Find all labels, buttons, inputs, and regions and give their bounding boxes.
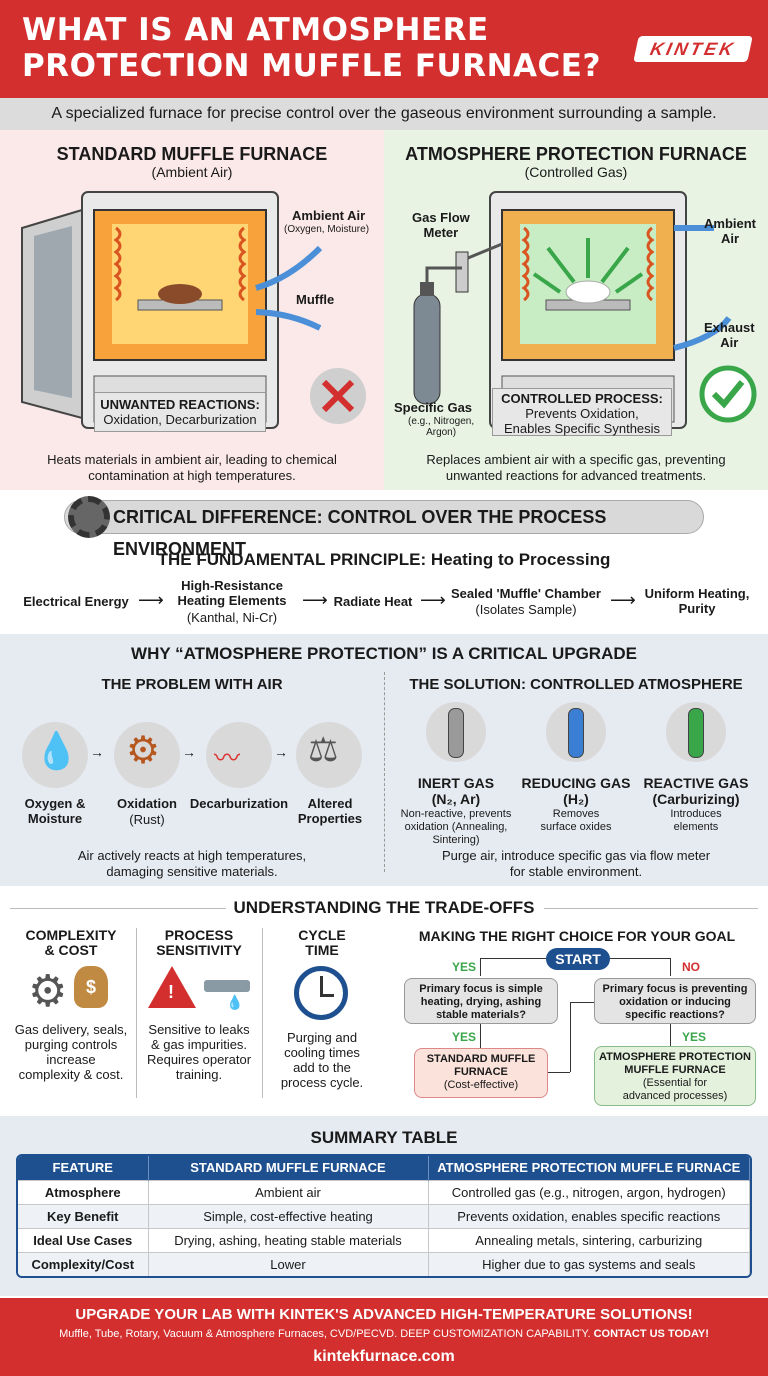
summary-table: FEATURE STANDARD MUFFLE FURNACE ATMOSPHE… xyxy=(16,1154,752,1278)
gas-flow-meter-label: Gas Flow Meter xyxy=(412,210,470,240)
inert-gas-desc: Non-reactive, prevents oxidation (Anneal… xyxy=(400,808,512,846)
atmosphere-title: ATMOSPHERE PROTECTION FURNACE xyxy=(405,144,747,164)
complexity-text: Gas delivery, seals, purging controls in… xyxy=(14,1022,128,1082)
divider xyxy=(384,672,385,872)
cycle-title: CYCLE TIME xyxy=(298,927,346,958)
complexity-title: COMPLEXITY & COST xyxy=(25,927,117,958)
flow-sealed-chamber-sub: (Isolates Sample) xyxy=(475,602,577,617)
footer-url[interactable]: kintekfurnace.com xyxy=(313,1348,455,1365)
yes-label: YES xyxy=(452,960,477,974)
problem-altered: Altered Properties xyxy=(297,796,363,826)
exhaust-air-label: Exhaust Air xyxy=(704,320,755,350)
start-node: START xyxy=(546,948,610,970)
reactive-gas-name: REACTIVE GAS xyxy=(643,775,749,791)
problem-decarburization: Decarburization xyxy=(189,796,289,811)
yes-label-3: YES xyxy=(682,1030,707,1044)
subtitle: A specialized furnace for precise contro… xyxy=(0,98,768,130)
flow-heating-elements: High-Resistance Heating Elements xyxy=(177,578,287,608)
contact-us-link[interactable]: CONTACT US TODAY! xyxy=(593,1328,709,1340)
reducing-gas-name: REDUCING GAS xyxy=(521,775,631,791)
ambient-air-sub: (Oxygen, Moisture) xyxy=(284,224,370,235)
gear-icon xyxy=(68,496,110,538)
critical-difference-banner: CRITICAL DIFFERENCE: CONTROL OVER THE PR… xyxy=(64,500,704,559)
atmosphere-furnace-panel: ATMOSPHERE PROTECTION FURNACE (Controlle… xyxy=(384,130,768,490)
no-label: NO xyxy=(682,960,700,974)
leaking-pipe-icon xyxy=(204,980,250,992)
summary-title: SUMMARY TABLE xyxy=(310,1128,458,1147)
standard-title: STANDARD MUFFLE FURNACE xyxy=(56,144,328,164)
principle-title: THE FUNDAMENTAL PRINCIPLE: Heating to Pr… xyxy=(157,550,611,569)
result-atmosphere-furnace: ATMOSPHERE PROTECTION MUFFLE FURNACE (Es… xyxy=(594,1046,756,1106)
controlled-process-box: CONTROLLED PROCESS: Prevents Oxidation, … xyxy=(492,388,672,436)
flow-arrow-icon: ⟶ xyxy=(420,590,446,610)
standard-sub: (Ambient Air) xyxy=(151,164,233,180)
standard-furnace-panel: STANDARD MUFFLE FURNACE (Ambient Air) Am… xyxy=(0,130,384,490)
footer-products: Muffle, Tube, Rotary, Vacuum & Atmospher… xyxy=(59,1328,709,1340)
problem-title: THE PROBLEM WITH AIR xyxy=(101,676,283,693)
cycle-text: Purging and cooling times add to the pro… xyxy=(280,1030,364,1090)
reducing-gas-desc: Removes surface oxides xyxy=(540,808,612,833)
ambient-air-out-label: Ambient Air xyxy=(704,216,756,246)
flow-arrow-icon: ⟶ xyxy=(138,590,164,610)
arrow-icon: → xyxy=(274,744,288,760)
flow-uniform-heating: Uniform Heating, Purity xyxy=(644,586,750,616)
problem-oxidation-sub: (Rust) xyxy=(129,812,165,827)
water-drop-icon xyxy=(22,722,88,788)
rust-gear-icon xyxy=(114,722,180,788)
cracks-icon xyxy=(206,722,272,788)
reducing-gas-formula: (H₂) xyxy=(563,791,589,807)
question-simple-heating: Primary focus is simple heating, drying,… xyxy=(404,978,558,1024)
muffle-label: Muffle xyxy=(296,292,335,307)
arrow-icon: → xyxy=(90,744,104,760)
footer: UPGRADE YOUR LAB WITH KINTEK'S ADVANCED … xyxy=(0,1298,768,1376)
table-header-row: FEATURE STANDARD MUFFLE FURNACE ATMOSPHE… xyxy=(18,1156,750,1180)
ambient-air-label: Ambient Air xyxy=(292,208,366,223)
reactive-gas-formula: (Carburizing) xyxy=(652,791,740,807)
inert-gas-name: INERT GAS xyxy=(417,775,495,791)
atmosphere-sub: (Controlled Gas) xyxy=(524,164,628,180)
flow-electrical-energy: Electrical Energy xyxy=(23,594,129,609)
result-standard-furnace: STANDARD MUFFLE FURNACE (Cost-effective) xyxy=(414,1048,548,1098)
unwanted-reactions-box: UNWANTED REACTIONS: Oxidation, Decarburi… xyxy=(94,392,266,432)
sensitivity-title: PROCESS SENSITIVITY xyxy=(156,927,242,958)
why-title: WHY “ATMOSPHERE PROTECTION” IS A CRITICA… xyxy=(131,644,637,663)
problem-oxidation: Oxidation xyxy=(117,796,177,811)
kintek-logo[interactable]: KINTEK xyxy=(633,36,753,62)
clock-icon xyxy=(294,966,348,1020)
gear-icon: ⚙ xyxy=(28,967,68,1016)
inert-gas-formula: (N₂, Ar) xyxy=(431,791,481,807)
reactive-gas-desc: Introduces elements xyxy=(670,808,722,833)
tradeoffs-title: UNDERSTANDING THE TRADE-OFFS xyxy=(233,898,535,917)
warning-icon xyxy=(148,966,196,1008)
flow-radiate-heat: Radiate Heat xyxy=(333,594,413,609)
flow-arrow-icon: ⟶ xyxy=(610,590,636,610)
yes-label-2: YES xyxy=(452,1030,477,1044)
arrow-icon: → xyxy=(182,744,196,760)
flow-sealed-chamber: Sealed 'Muffle' Chamber xyxy=(451,586,601,601)
solution-caption: Purge air, introduce specific gas via fl… xyxy=(441,848,711,879)
money-bag-icon: $ xyxy=(74,966,108,1008)
specific-gas-label: Specific Gas xyxy=(394,400,473,415)
choice-title: MAKING THE RIGHT CHOICE FOR YOUR GOAL xyxy=(418,928,736,944)
standard-caption: Heats materials in ambient air, leading … xyxy=(47,452,337,483)
question-prevent-oxidation: Primary focus is preventing oxidation or… xyxy=(594,978,756,1024)
flow-arrow-icon: ⟶ xyxy=(302,590,328,610)
problem-oxygen: Oxygen & Moisture xyxy=(24,796,86,826)
scales-icon xyxy=(296,722,362,788)
specific-gas-sub: (e.g., Nitrogen, Argon) xyxy=(408,416,475,438)
atmosphere-caption: Replaces ambient air with a specific gas… xyxy=(426,452,726,483)
flow-heating-elements-sub: (Kanthal, Ni-Cr) xyxy=(186,610,278,625)
solution-title: THE SOLUTION: CONTROLLED ATMOSPHERE xyxy=(409,676,743,693)
sensitivity-text: Sensitive to leaks & gas impurities. Req… xyxy=(146,1022,252,1082)
footer-headline: UPGRADE YOUR LAB WITH KINTEK'S ADVANCED … xyxy=(75,1306,693,1323)
problem-caption: Air actively reacts at high temperatures… xyxy=(77,848,307,879)
